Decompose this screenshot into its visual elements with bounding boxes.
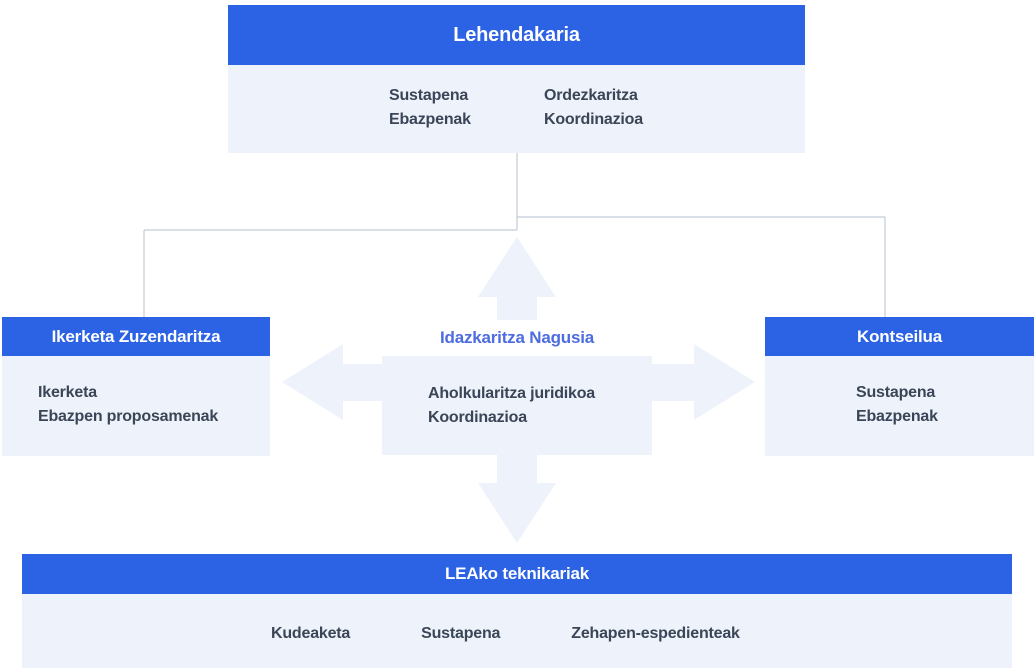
- function-label: Koordinazioa: [544, 111, 643, 128]
- node-leako-header: LEAko teknikariak: [22, 554, 1012, 594]
- node-idazkaritza-title: Idazkaritza Nagusia: [440, 328, 594, 347]
- node-lehendakaria: Lehendakaria Sustapena Ebazpenak Ordezka…: [228, 5, 805, 153]
- node-ikerketa-title: Ikerketa Zuzendaritza: [51, 326, 221, 346]
- node-ikerketa-body: Ikerketa Ebazpen proposamenak: [2, 356, 270, 456]
- node-idazkaritza-body: Aholkularitza juridikoa Koordinazioa: [382, 356, 652, 455]
- function-label: Ordezkaritza: [544, 87, 638, 104]
- node-leako-teknikariak: LEAko teknikariak Kudeaketa Sustapena Ze…: [22, 554, 1012, 668]
- node-ikerketa-zuzendaritza: Ikerketa Zuzendaritza Ikerketa Ebazpen p…: [2, 317, 270, 456]
- function-label: Kudeaketa: [271, 625, 351, 642]
- function-label: Ebazpenak: [389, 111, 471, 128]
- function-label: Zehapen-espedienteak: [571, 625, 740, 642]
- function-label: Ebazpen proposamenak: [38, 408, 219, 425]
- function-label: Aholkularitza juridikoa: [428, 385, 595, 402]
- arrow-right-icon: [651, 344, 755, 420]
- lehendakaria-column-1: Sustapena Ebazpenak: [389, 84, 471, 132]
- function-label: Sustapena: [389, 87, 469, 104]
- function-label: Ikerketa: [38, 384, 97, 401]
- lehendakaria-column-2: Ordezkaritza Koordinazioa: [544, 84, 643, 132]
- node-kontseilua-body: Sustapena Ebazpenak: [765, 356, 1034, 456]
- node-idazkaritza-header: Idazkaritza Nagusia: [382, 320, 652, 356]
- node-lehendakaria-title: Lehendakaria: [453, 23, 580, 46]
- node-kontseilua: Kontseilua Sustapena Ebazpenak: [765, 317, 1034, 456]
- node-leako-body: Kudeaketa Sustapena Zehapen-espedienteak: [22, 594, 1012, 668]
- function-label: Koordinazioa: [428, 409, 527, 426]
- function-label: Sustapena: [421, 625, 501, 642]
- connector-lines: [143, 153, 886, 317]
- arrow-up-icon: [478, 237, 556, 321]
- node-ikerketa-header: Ikerketa Zuzendaritza: [2, 317, 270, 356]
- node-idazkaritza-nagusia: Idazkaritza Nagusia Aholkularitza juridi…: [382, 320, 652, 455]
- arrow-down-icon: [478, 454, 556, 543]
- node-leako-title: LEAko teknikariak: [445, 564, 589, 583]
- leako-functions-row: Kudeaketa Sustapena Zehapen-espedienteak: [271, 622, 740, 646]
- node-lehendakaria-header: Lehendakaria: [228, 5, 805, 65]
- node-kontseilua-title: Kontseilua: [857, 326, 942, 346]
- arrow-left-icon: [282, 344, 383, 420]
- function-label: Sustapena: [856, 384, 936, 401]
- node-kontseilua-header: Kontseilua: [765, 317, 1034, 356]
- function-label: Ebazpenak: [856, 408, 938, 425]
- node-lehendakaria-body: Sustapena Ebazpenak Ordezkaritza Koordin…: [228, 65, 805, 153]
